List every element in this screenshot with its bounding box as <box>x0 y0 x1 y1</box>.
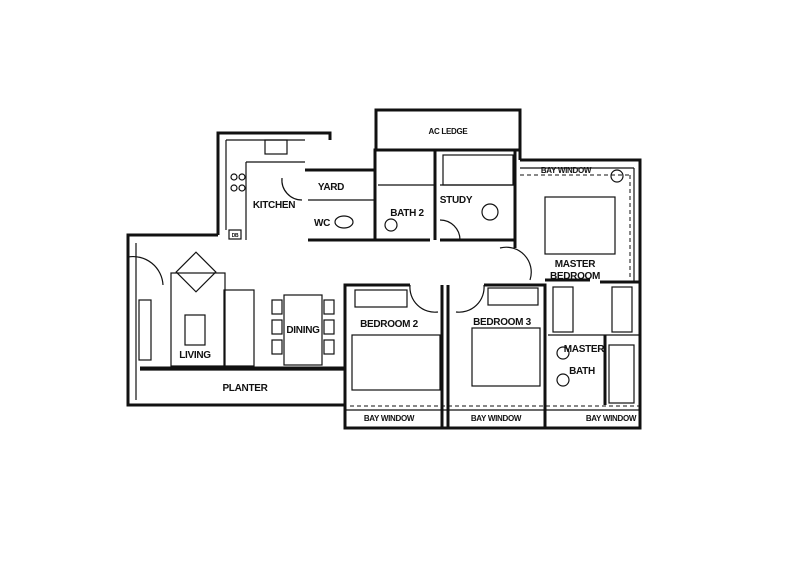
label-living: LIVING <box>179 350 211 361</box>
wc-toilet <box>334 215 354 229</box>
label-wc: WC <box>314 218 330 229</box>
label-yard: YARD <box>318 182 344 193</box>
label-master-bath-1: MASTER <box>564 344 606 355</box>
bedroom3-bed <box>471 327 541 387</box>
label-master-bedroom-1: MASTER <box>555 259 597 270</box>
label-study: STUDY <box>440 195 473 206</box>
main-door <box>127 255 164 286</box>
label-bay-window-master: BAY WINDOW <box>541 166 592 175</box>
sofa <box>223 289 255 367</box>
living-rug <box>170 272 226 367</box>
coffee-table <box>184 314 206 346</box>
sink-icon <box>264 139 288 155</box>
wardrobe-bedroom2 <box>354 289 408 308</box>
study-bed <box>442 154 514 186</box>
doors <box>127 177 532 313</box>
wardrobe-bedroom3 <box>487 287 539 306</box>
label-bedroom-2: BEDROOM 2 <box>360 319 419 330</box>
bedroom2-door <box>409 284 439 313</box>
bedroom2-beds <box>351 334 441 391</box>
study-door <box>439 219 461 241</box>
label-bedroom-3: BEDROOM 3 <box>473 317 532 328</box>
tv-console <box>138 299 152 361</box>
label-bay-window-bedroom2: BAY WINDOW <box>364 414 415 423</box>
label-bay-window-master-bath: BAY WINDOW <box>586 414 637 423</box>
study-chair <box>481 203 499 221</box>
label-master-bedroom-2: BEDROOM <box>550 271 600 282</box>
dining-table <box>283 294 323 366</box>
label-kitchen: KITCHEN <box>253 200 295 211</box>
bathtub <box>608 344 635 404</box>
wardrobe-master-2 <box>611 286 633 333</box>
furniture <box>138 139 635 404</box>
wardrobe-master-1 <box>552 286 574 333</box>
label-master-bath-2: BATH <box>569 366 595 377</box>
label-planter: PLANTER <box>222 383 268 394</box>
label-dining: DINING <box>286 325 320 336</box>
bedroom3-door <box>455 284 485 313</box>
label-ac-ledge: AC LEDGE <box>429 127 469 136</box>
master-door <box>499 246 532 281</box>
db-box <box>228 229 242 240</box>
master-bed <box>544 196 616 255</box>
kitchen-door <box>281 177 303 201</box>
label-bath-2: BATH 2 <box>390 208 424 219</box>
label-bay-window-bedroom3: BAY WINDOW <box>471 414 522 423</box>
label-db: DB <box>232 233 239 239</box>
room-labels: AC LEDGE BAY WINDOW KITCHEN YARD WC BATH… <box>179 127 637 423</box>
armchair <box>175 251 217 293</box>
